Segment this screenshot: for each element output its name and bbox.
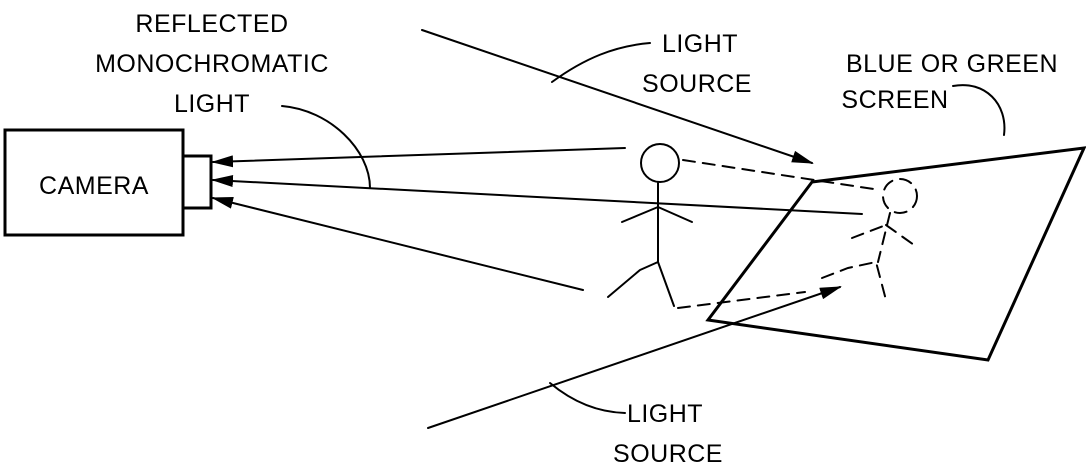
reflected-ray-2 [211, 175, 863, 215]
screen-label: BLUE OR GREEN SCREEN [841, 50, 1058, 114]
blue-green-screen [705, 146, 1086, 362]
reflected-ray-3 [211, 197, 584, 291]
shadow-arm-right [885, 224, 915, 246]
svg-text:REFLECTED: REFLECTED [135, 10, 288, 38]
light-ray-bottom [427, 286, 842, 429]
svg-text:SOURCE: SOURCE [613, 440, 723, 468]
person-head [640, 143, 680, 183]
light-ray-top [421, 29, 814, 164]
person-figure [607, 143, 693, 307]
light-source-top-label: LIGHT SOURCE [642, 30, 752, 98]
shadow-figure [821, 178, 918, 301]
leader-light-source-bottom [549, 382, 626, 414]
shadow-head [882, 178, 918, 214]
camera-lens [181, 154, 213, 210]
camera: CAMERA [3, 128, 213, 237]
svg-text:MONOCHROMATIC: MONOCHROMATIC [95, 50, 329, 78]
svg-text:LIGHT: LIGHT [662, 30, 738, 58]
svg-text:LIGHT: LIGHT [174, 90, 250, 118]
shadow-arm-left [851, 224, 887, 239]
svg-text:SCREEN: SCREEN [841, 86, 948, 114]
shadow-line-feet [677, 291, 806, 309]
reflected-light-label: REFLECTED MONOCHROMATIC LIGHT [95, 10, 329, 118]
svg-text:LIGHT: LIGHT [627, 400, 703, 428]
svg-text:BLUE OR GREEN: BLUE OR GREEN [846, 50, 1058, 78]
shadow-line-head [682, 159, 881, 191]
svg-text:SOURCE: SOURCE [642, 70, 752, 98]
person-legs [607, 261, 675, 307]
shadow-torso [877, 212, 891, 263]
leader-light-source-top [551, 42, 651, 83]
reflected-ray-1 [211, 147, 626, 168]
light-source-bottom-label: LIGHT SOURCE [613, 400, 723, 468]
leader-reflected [281, 105, 371, 189]
leader-screen [952, 84, 1006, 136]
person-arm-right [657, 206, 693, 223]
camera-label: CAMERA [39, 172, 149, 200]
shadow-legs [821, 260, 887, 301]
person-arm-left [621, 206, 659, 223]
